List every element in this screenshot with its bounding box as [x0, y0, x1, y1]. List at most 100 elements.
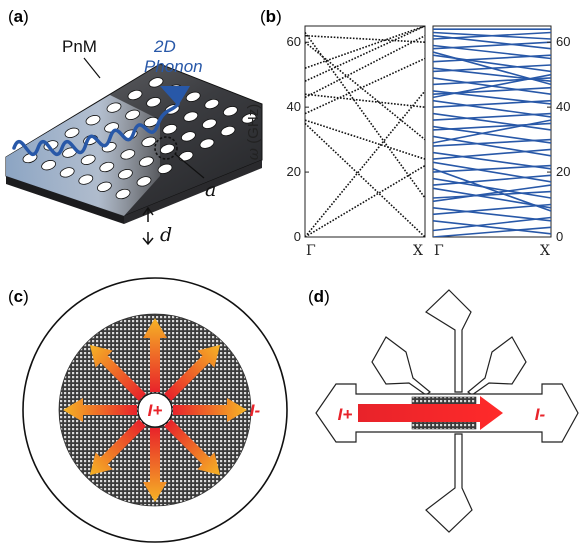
membrane-hole [127, 89, 143, 101]
b-right-xtick-gamma: Γ [434, 243, 444, 259]
thickness-marker: d [142, 206, 172, 246]
ytick-label: 0 [294, 229, 301, 244]
phonon-label-line2: Phonon [144, 57, 203, 76]
c-edge-label: I- [250, 401, 261, 420]
dispersion-band [433, 216, 551, 232]
membrane-hole [99, 161, 115, 173]
dispersion-band [433, 51, 551, 86]
radial-arrow-icon [164, 344, 221, 401]
radial-arrow-icon [63, 398, 137, 422]
ytick-label: 60 [556, 34, 570, 49]
dispersion-band [305, 93, 425, 108]
b-left-xtick-x: X [413, 243, 423, 259]
ytick-label: 40 [556, 99, 570, 114]
panel-d-label: (d) [308, 287, 330, 306]
b-left-axes [304, 25, 426, 238]
dispersion-band [433, 151, 551, 170]
radial-arrow-icon [143, 318, 167, 392]
dispersion-band [433, 207, 551, 222]
membrane-hole [139, 156, 154, 167]
dispersion-band [305, 90, 425, 237]
ytick-label: 60 [287, 34, 301, 49]
membrane-hole [78, 174, 94, 185]
membrane-hole [125, 109, 140, 120]
membrane-hole [241, 113, 257, 124]
dispersion-band [305, 41, 425, 141]
d-left-label: I+ [338, 405, 353, 424]
membrane-hole [178, 151, 194, 162]
radial-arrow-icon [173, 398, 247, 422]
dispersion-band [433, 203, 551, 216]
c-center-label: I+ [148, 401, 163, 420]
ytick-label: 20 [287, 164, 301, 179]
d-top-probe [425, 289, 472, 393]
membrane-hole [41, 160, 56, 171]
b-right-yticks: 0 20 40 60 [547, 34, 570, 244]
membrane-hole [199, 138, 215, 149]
c-center-contact [137, 392, 173, 428]
a-label: a [205, 179, 216, 201]
membrane-hole [59, 167, 75, 178]
membrane-hole [85, 115, 101, 126]
phonon-annotation: 2D Phonon [12, 37, 203, 157]
membrane-hole [181, 131, 196, 142]
membrane-hole [106, 102, 122, 113]
d-left-diagonal-probe [371, 336, 431, 396]
dispersion-band [305, 122, 425, 237]
d-bottom-probe [425, 433, 473, 533]
dispersion-band [433, 99, 551, 118]
radial-arrow-icon [89, 419, 146, 476]
membrane-hole [223, 106, 238, 117]
radial-arrow-icon [143, 428, 167, 502]
membrane-hole [146, 97, 161, 108]
membrane-hole [141, 136, 157, 147]
panel-d: (d) I+ I- [308, 287, 579, 533]
b-right-bands [433, 28, 551, 237]
d-current-arrow [358, 396, 503, 430]
membrane-hole [220, 125, 236, 137]
dispersion-band [305, 34, 425, 43]
panel-c: (c) I+ I- [8, 277, 288, 543]
b-ylabel: ω (GHz) [244, 104, 262, 160]
radial-arrow-icon [164, 419, 221, 476]
dispersion-band [433, 125, 551, 144]
dispersion-band [433, 174, 551, 186]
ytick-label: 20 [556, 164, 570, 179]
membrane-hole [160, 143, 175, 155]
b-right-xtick-x: X [540, 243, 550, 259]
panel-b-label: (b) [260, 7, 282, 26]
membrane-hole [204, 98, 220, 110]
panel-a: (a) PnM 2D Phonon a d [5, 7, 263, 246]
phonon-wave-icon [12, 102, 180, 157]
dispersion-band [305, 26, 425, 69]
ytick-label: 0 [556, 229, 563, 244]
phonon-direction-icon [160, 86, 190, 106]
panel-c-label: (c) [8, 287, 29, 306]
dispersion-band [433, 31, 551, 40]
b-left-bands [305, 26, 425, 237]
membrane-hole [120, 149, 136, 160]
dispersion-band [433, 220, 551, 235]
dispersion-band [433, 226, 551, 237]
dispersion-band [305, 26, 425, 82]
membrane-hole [148, 77, 164, 88]
c-radial-arrows [63, 318, 247, 502]
pnm-label: PnM [62, 37, 97, 56]
dispersion-band [305, 32, 425, 199]
dispersion-band [433, 177, 551, 199]
ytick-label: 40 [287, 99, 301, 114]
pnm-pointer: PnM [62, 37, 101, 79]
dispersion-band [305, 34, 425, 99]
d-right-label: I- [535, 405, 546, 424]
dispersion-band [433, 119, 551, 144]
membrane-hole [183, 111, 199, 122]
membrane-hole [80, 154, 96, 165]
b-left-yticks: 0 20 40 60 [287, 34, 309, 244]
membrane-hole [118, 169, 133, 180]
pnm-membrane [5, 63, 263, 224]
radial-arrow-icon [89, 344, 146, 401]
membrane-hole [115, 188, 131, 200]
membrane-hole [185, 91, 201, 102]
